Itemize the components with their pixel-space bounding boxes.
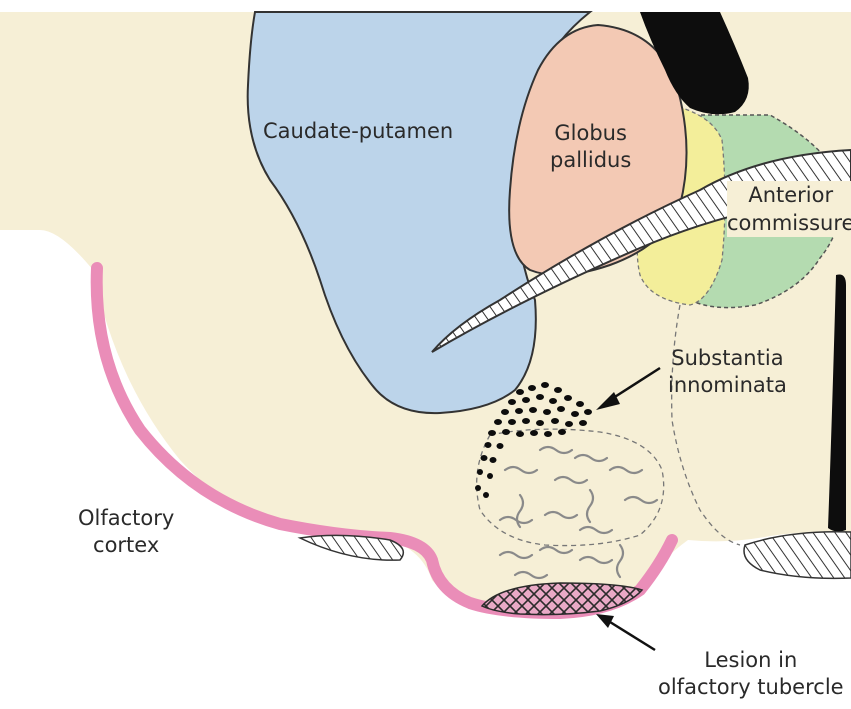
label-caudate-putamen: Caudate-putamen — [263, 118, 453, 145]
label-globus-pallidus: Globus pallidus — [550, 120, 631, 174]
label-globus-pallidus-line1: Globus — [550, 120, 631, 147]
label-substantia-innominata-line2: innominata — [668, 372, 787, 399]
label-olfactory-cortex-line2: cortex — [78, 532, 174, 559]
label-lesion: Lesion in olfactory tubercle — [658, 647, 844, 701]
label-anterior-commissure-line1: Anterior — [727, 181, 851, 209]
label-substantia-innominata: Substantia innominata — [668, 345, 787, 399]
label-globus-pallidus-line2: pallidus — [550, 147, 631, 174]
label-substantia-innominata-line1: Substantia — [668, 345, 787, 372]
label-olfactory-cortex-line1: Olfactory — [78, 505, 174, 532]
label-anterior-commissure: Anterior commissure — [727, 181, 851, 237]
label-lesion-line1: Lesion in — [658, 647, 844, 674]
label-olfactory-cortex: Olfactory cortex — [78, 505, 174, 559]
label-anterior-commissure-line2: commissure — [727, 209, 851, 237]
label-lesion-line2: olfactory tubercle — [658, 674, 844, 701]
